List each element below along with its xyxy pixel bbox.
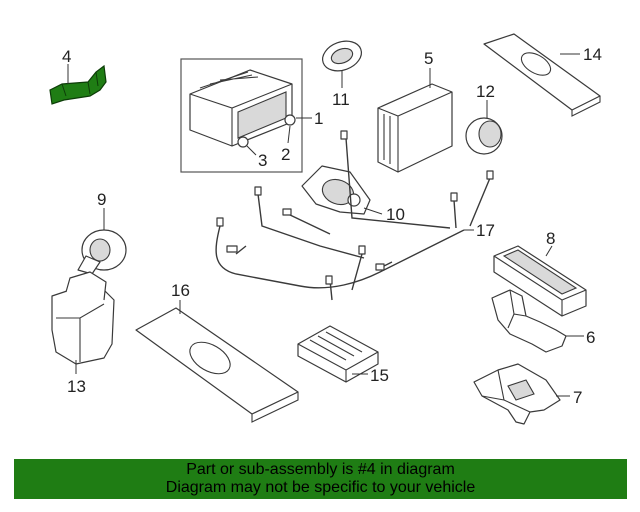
part-1-radio[interactable]	[189, 69, 293, 147]
callout-10: 10	[386, 205, 405, 224]
part-16-panel[interactable]	[135, 307, 299, 423]
callout-13: 13	[67, 377, 86, 396]
callout-8: 8	[546, 229, 555, 248]
callout-4: 4	[62, 47, 71, 66]
callout-14: 14	[583, 45, 602, 64]
footer-banner: Part or sub-assembly is #4 in diagram Di…	[14, 459, 627, 499]
part-15-amplifier[interactable]	[297, 325, 379, 383]
callout-11: 11	[332, 90, 350, 109]
leader-3	[246, 145, 257, 156]
leader-8	[545, 245, 553, 257]
part-3-knob[interactable]	[237, 136, 249, 148]
part-12-tweeter[interactable]	[465, 117, 503, 155]
part-7-bracket[interactable]	[473, 363, 561, 425]
footer-line-1: Part or sub-assembly is #4 in diagram	[186, 461, 455, 478]
callout-9: 9	[97, 190, 106, 209]
part-14-panel[interactable]	[483, 33, 601, 117]
callout-2: 2	[281, 145, 290, 164]
callout-6: 6	[586, 328, 595, 347]
callout-7: 7	[573, 388, 582, 407]
callout-17: 17	[476, 221, 495, 240]
part-9-speaker[interactable]	[77, 229, 127, 275]
callout-3: 3	[258, 151, 267, 170]
part-5-module[interactable]	[377, 83, 453, 173]
part-2-knob[interactable]	[284, 114, 296, 126]
callout-12: 12	[476, 82, 495, 101]
leader-2	[287, 125, 291, 144]
part-11-speaker[interactable]	[318, 36, 365, 76]
part-10-speaker[interactable]	[301, 165, 371, 215]
callout-16: 16	[171, 281, 190, 300]
part-13-woofer-box[interactable]	[51, 271, 115, 365]
part-8-tray[interactable]	[493, 245, 587, 317]
callout-1: 1	[314, 109, 323, 128]
part-17-wiring-harness[interactable]	[215, 130, 494, 301]
radio-inset-frame	[180, 58, 303, 173]
leader-10	[363, 207, 383, 215]
footer-line-2: Diagram may not be specific to your vehi…	[165, 479, 476, 496]
callout-15: 15	[370, 366, 389, 385]
part-4-bracket[interactable]	[49, 64, 107, 105]
callout-5: 5	[424, 49, 433, 68]
